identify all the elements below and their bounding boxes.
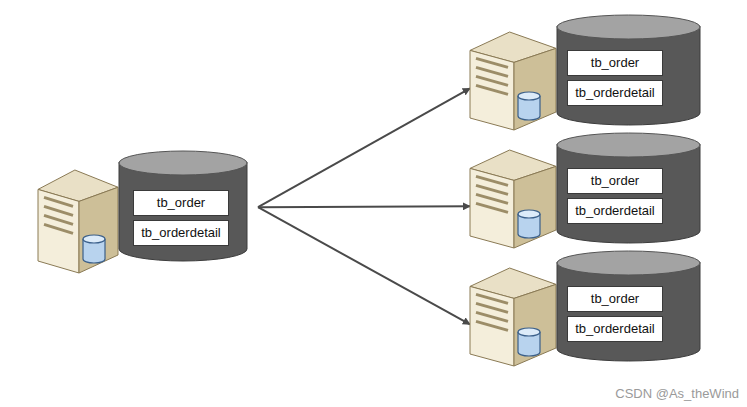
arrow-connector bbox=[258, 205, 470, 208]
arrow-connector bbox=[258, 207, 470, 324]
table-name: tb_order bbox=[574, 173, 656, 189]
table-name: tb_order bbox=[574, 291, 656, 307]
database-server: tb_order tb_orderdetail bbox=[470, 250, 702, 368]
server-icon bbox=[38, 168, 120, 275]
table-box: tb_orderdetail bbox=[567, 198, 663, 224]
database-server: tb_order tb_orderdetail bbox=[470, 14, 702, 132]
database-server: tb_order tb_orderdetail bbox=[38, 150, 258, 280]
table-box: tb_order bbox=[567, 50, 663, 76]
watermark: CSDN @As_theWind bbox=[615, 386, 739, 401]
table-box: tb_orderdetail bbox=[567, 80, 663, 106]
arrow-connector bbox=[258, 88, 470, 207]
server-icon bbox=[470, 30, 558, 132]
table-name: tb_order bbox=[140, 195, 222, 211]
table-box: tb_orderdetail bbox=[133, 220, 229, 246]
table-box: tb_order bbox=[567, 286, 663, 312]
table-name: tb_orderdetail bbox=[574, 85, 656, 101]
table-name: tb_order bbox=[574, 55, 656, 71]
table-name: tb_orderdetail bbox=[574, 321, 656, 337]
table-box: tb_order bbox=[133, 190, 229, 216]
table-box: tb_orderdetail bbox=[567, 316, 663, 342]
server-icon bbox=[470, 148, 558, 250]
table-box: tb_order bbox=[567, 168, 663, 194]
server-icon bbox=[470, 266, 558, 368]
database-server: tb_order tb_orderdetail bbox=[470, 132, 702, 250]
table-name: tb_orderdetail bbox=[574, 203, 656, 219]
table-name: tb_orderdetail bbox=[140, 225, 222, 241]
